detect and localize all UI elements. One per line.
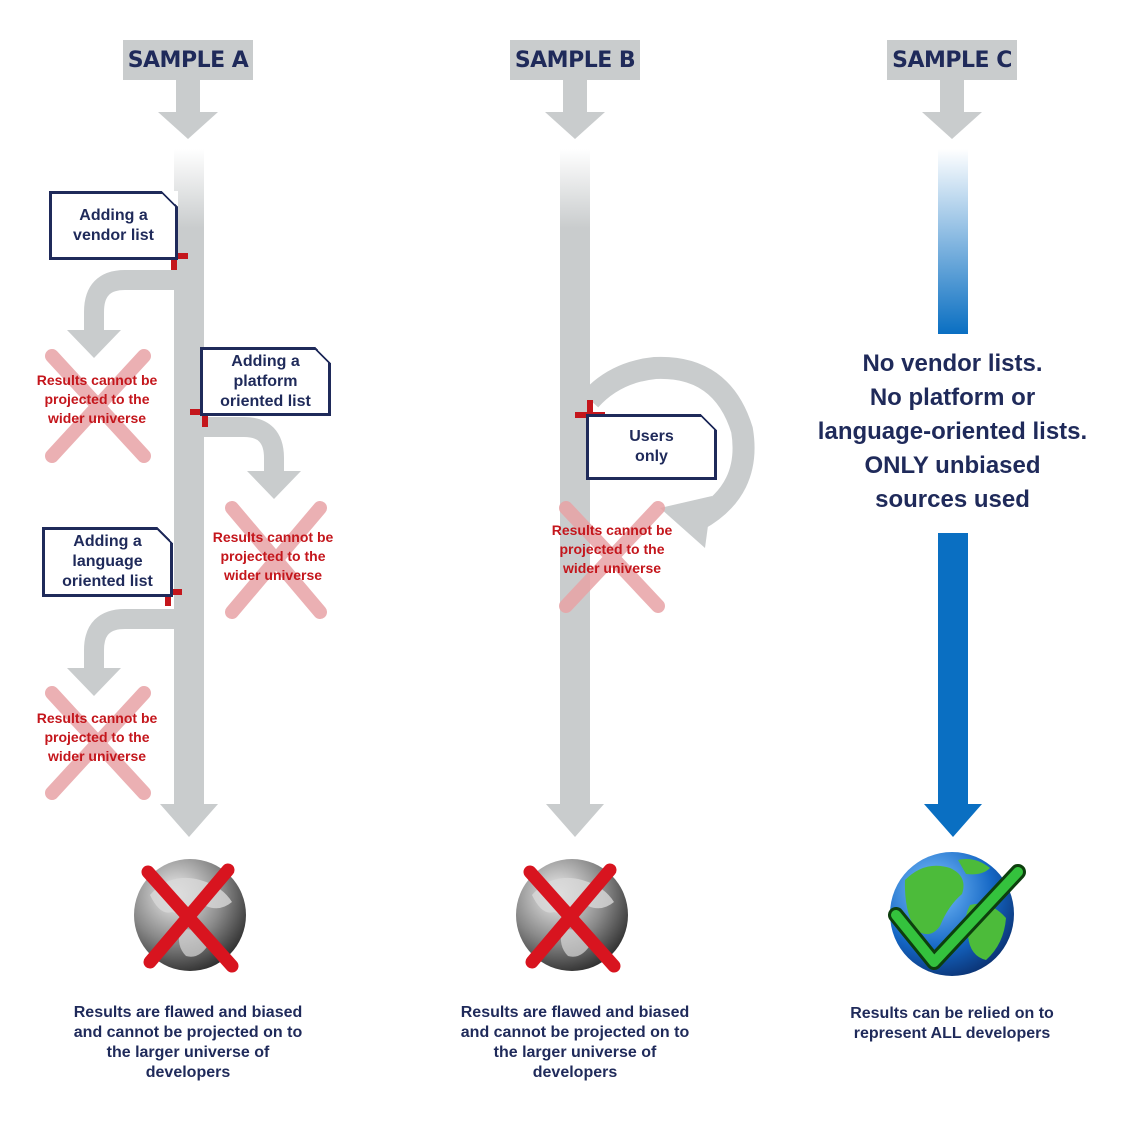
sample-a-step-vendor-list: Adding a vendor list bbox=[49, 191, 178, 260]
header-arrow-a bbox=[158, 80, 218, 139]
sample-b-step-users-only: Users only bbox=[586, 414, 717, 480]
sample-a-branch-1 bbox=[67, 270, 174, 358]
sample-c-statement: No vendor lists. No platform or language… bbox=[817, 350, 1088, 513]
reject-text: Results cannot be projected to the wider… bbox=[36, 372, 158, 426]
sample-b-header: SAMPLE B bbox=[510, 40, 640, 80]
step-label: Users only bbox=[629, 428, 674, 465]
sample-b-main-arrow bbox=[546, 149, 604, 837]
sample-b-loop-arrow bbox=[581, 356, 755, 548]
reject-x-icon bbox=[559, 501, 665, 613]
sample-a-step-language-list: Adding a language oriented list bbox=[42, 527, 173, 597]
sample-a-header: SAMPLE A bbox=[123, 40, 253, 80]
step-label: Adding a vendor list bbox=[73, 206, 154, 244]
sample-b-caption: Results are flawed and biased and cannot… bbox=[460, 1004, 690, 1081]
step-label: Adding a language oriented list bbox=[62, 533, 153, 590]
header-arrow-c bbox=[922, 80, 982, 139]
reject-x-icon bbox=[225, 501, 327, 619]
sample-a-branch-3 bbox=[67, 609, 174, 696]
header-arrow-b bbox=[545, 80, 605, 139]
sample-c-main-arrow bbox=[924, 149, 982, 837]
reject-x-icon bbox=[45, 349, 151, 463]
step-label: Adding a platform oriented list bbox=[220, 352, 311, 410]
reject-x-icon bbox=[45, 686, 151, 800]
reject-text: Results cannot be projected to the wider… bbox=[551, 522, 673, 576]
reject-text: Results cannot be projected to the wider… bbox=[212, 529, 334, 583]
sample-c-header: SAMPLE C bbox=[887, 40, 1017, 80]
globe-with-green-check-icon bbox=[888, 852, 1026, 976]
globe-with-red-x-icon bbox=[134, 859, 246, 973]
sample-a-caption: Results are flawed and biased and cannot… bbox=[73, 1004, 303, 1081]
sample-c-caption: Results can be relied on to represent AL… bbox=[850, 1005, 1054, 1042]
sample-a-step-platform-list: Adding a platform oriented list bbox=[200, 347, 331, 416]
sample-a-branch-2 bbox=[204, 417, 301, 499]
globe-with-red-x-icon bbox=[516, 859, 628, 973]
reject-text: Results cannot be projected to the wider… bbox=[36, 710, 158, 764]
